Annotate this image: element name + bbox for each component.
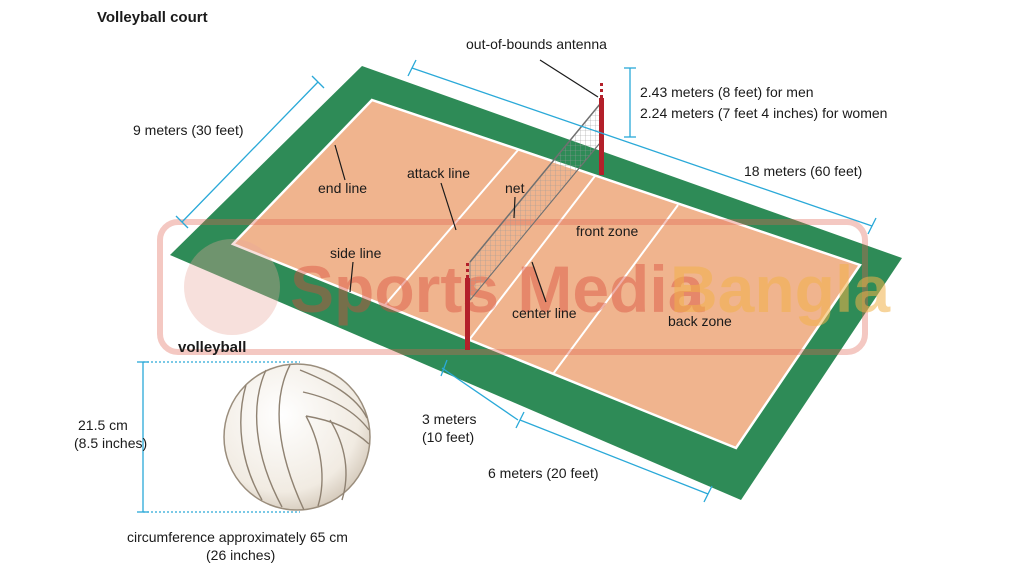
front-zone-depth-feet-label: (10 feet) (422, 429, 474, 445)
antenna-label: out-of-bounds antenna (466, 36, 607, 52)
net-height-men-label: 2.43 meters (8 feet) for men (640, 84, 814, 100)
dimension-lines (137, 59, 877, 513)
volleyball-title: volleyball (178, 339, 246, 356)
net-height-women-label: 2.24 meters (7 feet 4 inches) for women (640, 105, 887, 121)
leader-lines (334, 59, 599, 303)
front-zone-depth-label: 3 meters (422, 411, 476, 427)
attack-line-near (552, 204, 679, 375)
back-zone-label: back zone (668, 313, 732, 329)
front-zone-label: front zone (576, 223, 638, 239)
width-label: 9 meters (30 feet) (133, 122, 244, 138)
end-line-label: end line (318, 180, 367, 196)
far-net-post (599, 98, 604, 175)
attack-line-label: attack line (407, 165, 470, 181)
diagram-title: Volleyball court (97, 9, 208, 26)
center-line (468, 175, 596, 341)
near-net-post (465, 278, 470, 350)
ball-diameter-label: 21.5 cm (78, 417, 128, 433)
length-label: 18 meters (60 feet) (744, 163, 862, 179)
ball-diameter-inches-label: (8.5 inches) (74, 435, 147, 451)
ball-circumference-label: circumference approximately 65 cm (127, 529, 348, 545)
volleyball-ball (223, 363, 371, 511)
back-zone-depth-label: 6 meters (20 feet) (488, 465, 599, 481)
watermark-text-accent: Bangla (670, 252, 891, 326)
net-label: net (505, 180, 525, 196)
side-line-label: side line (330, 245, 382, 261)
attack-line-far (383, 149, 519, 307)
court-surface (230, 98, 862, 450)
ball-circumference-inches-label: (26 inches) (206, 547, 275, 563)
center-line-label: center line (512, 305, 577, 321)
